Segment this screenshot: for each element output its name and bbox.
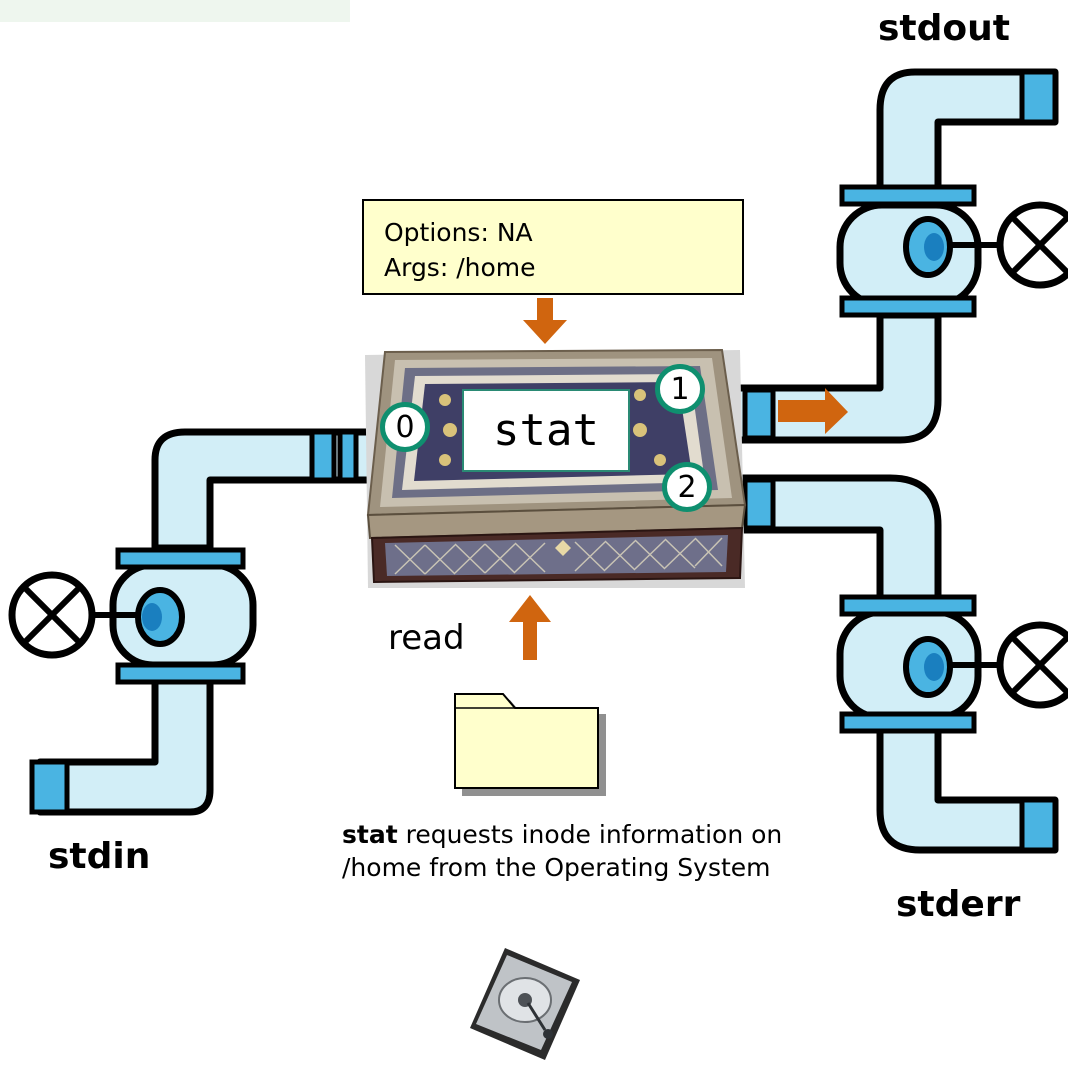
description: stat requests inode information on /home… (342, 818, 822, 884)
hard-drive-icon (470, 948, 580, 1060)
stderr-label: stderr (896, 884, 1021, 925)
read-label: read (388, 618, 465, 658)
stderr-valve-icon (903, 621, 1068, 709)
options-line: Options: NA (384, 218, 533, 247)
front-lattice (394, 537, 723, 575)
stdin-bands (29, 429, 359, 815)
stdin-valve-icon (8, 571, 185, 659)
stderr-bands (742, 477, 1058, 853)
top-banner (0, 0, 350, 22)
arrow-icon-group (509, 298, 848, 660)
command-name: stat (462, 389, 630, 472)
description-text: requests inode information on /home from… (342, 820, 783, 882)
stdin-label: stdin (48, 836, 151, 877)
fd-2-badge: 2 (662, 462, 712, 512)
fd-1-badge: 1 (655, 364, 705, 414)
options-box: Options: NA Args: /home (362, 199, 744, 295)
read-arrow-icon (509, 595, 551, 660)
stdout-valve-icon (903, 201, 1068, 289)
stdout-bands (742, 69, 1058, 441)
description-command: stat (342, 820, 398, 849)
options-arrow-icon (523, 298, 567, 344)
args-line: Args: /home (384, 253, 536, 282)
stdout-label: stdout (878, 8, 1010, 49)
folder-icon (454, 693, 606, 796)
stdout-arrow-icon (778, 388, 848, 434)
fd-0-badge: 0 (380, 402, 430, 452)
